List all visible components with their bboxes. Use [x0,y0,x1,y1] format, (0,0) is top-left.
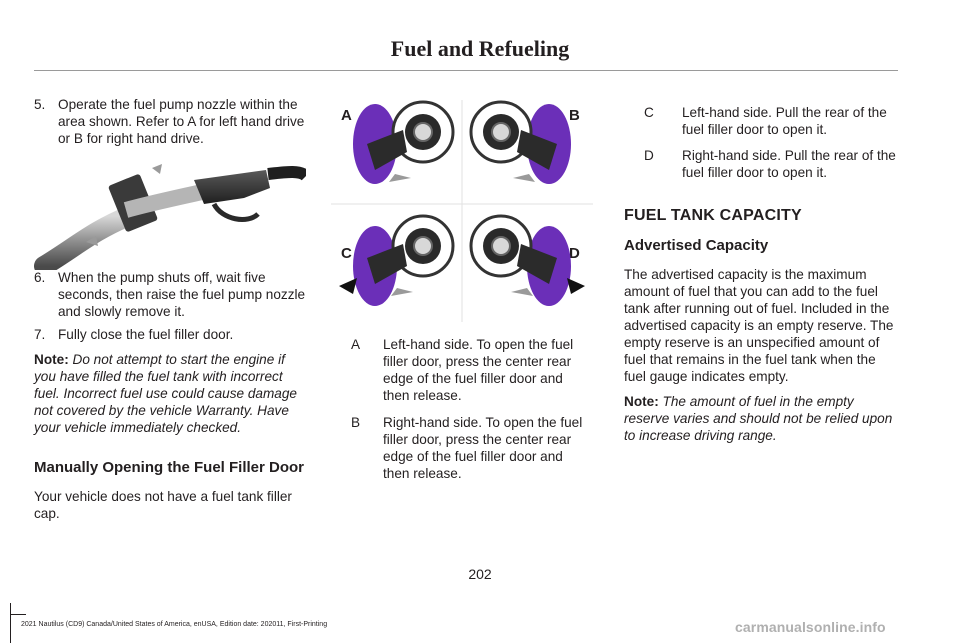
legend-key: B [351,415,361,430]
legend-text: Right-hand side. Pull the rear of the fu… [682,148,896,180]
page-title: Fuel and Refueling [390,36,570,61]
step-number: 5. [34,97,46,112]
legend-item-c: C Left-hand side. Pull the rear of the f… [624,104,896,138]
legend-key: D [644,148,654,163]
note-incorrect-fuel: Note: Do not attempt to start the engine… [34,351,306,436]
step-6: 6. When the pump shuts off, wait five se… [34,269,306,320]
fuel-filler-door-illustration: A B C D [331,100,593,322]
step-text: Fully close the fuel filler door. [58,327,234,342]
panel-label-d: D [569,245,580,262]
legend-text: Left-hand side. To open the fuel filler … [383,337,574,403]
panel-label-a: A [341,107,352,124]
step-text: When the pump shuts off, wait five secon… [58,270,306,319]
column-right: C Left-hand side. Pull the rear of the f… [624,104,896,444]
section-heading-fuel-tank-capacity: FUEL TANK CAPACITY [624,207,802,224]
step-7: 7. Fully close the fuel filler door. [34,326,306,343]
legend-text: Right-hand side. To open the fuel filler… [383,415,583,481]
subheading-advertised-capacity: Advertised Capacity [624,237,769,254]
paragraph-no-filler-cap: Your vehicle does not have a fuel tank f… [34,489,292,521]
panel-a: A [341,100,455,184]
legend-item-a: A Left-hand side. To open the fuel fille… [331,336,593,404]
panel-d: D [469,214,585,306]
legend-key: A [351,337,361,352]
fuel-nozzle-illustration [34,164,306,270]
watermark: carmanualsonline.info [735,619,886,635]
legend-item-d: D Right-hand side. Pull the rear of the … [624,147,896,181]
step-5: 5. Operate the fuel pump nozzle within t… [34,96,306,147]
header-divider [34,70,898,71]
note-label: Note: [624,394,659,409]
column-middle: A Left-hand side. To open the fuel fille… [331,336,593,492]
column-left: 5. Operate the fuel pump nozzle within t… [34,96,306,530]
panel-label-c: C [341,245,352,262]
panel-c: C [339,214,455,306]
subheading-manual-opening: Manually Opening the Fuel Filler Door [34,459,305,476]
paragraph-advertised-capacity: The advertised capacity is the maximum a… [624,267,894,384]
legend-key: C [644,105,654,120]
note-empty-reserve: Note: The amount of fuel in the empty re… [624,393,896,444]
footer-edition-info: 2021 Nautilus (CD9) Canada/United States… [21,621,328,628]
panel-label-b: B [569,107,580,124]
note-label: Note: [34,352,69,367]
crop-mark-vertical [10,603,11,643]
note-text: Do not attempt to start the engine if yo… [34,352,297,435]
step-number: 7. [34,327,46,342]
page-number: 202 [468,566,492,582]
legend-text: Left-hand side. Pull the rear of the fue… [682,105,887,137]
note-text: The amount of fuel in the empty reserve … [624,394,893,443]
crop-mark-horizontal [10,614,26,615]
step-text: Operate the fuel pump nozzle within the … [58,97,305,146]
panel-b: B [469,100,580,184]
step-number: 6. [34,270,46,285]
legend-item-b: B Right-hand side. To open the fuel fill… [331,414,593,482]
